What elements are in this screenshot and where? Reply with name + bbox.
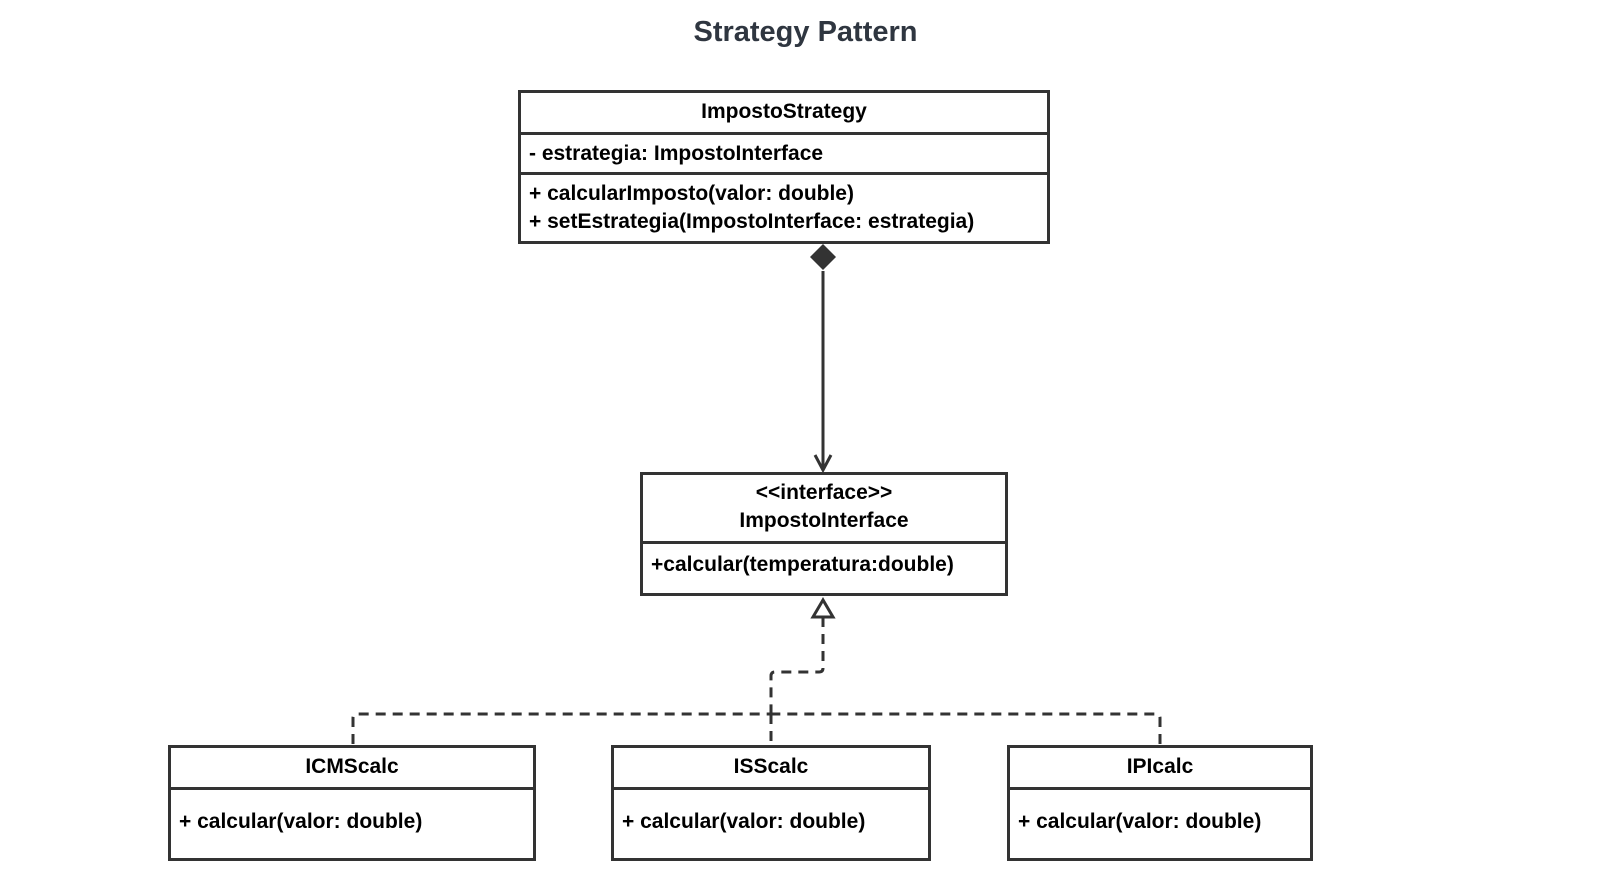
class-isscalc[interactable]: ISScalc + calcular(valor: double) bbox=[611, 745, 931, 861]
navigability-arrowhead-icon bbox=[813, 454, 833, 474]
operations-section: + calcularImposto(valor: double) + setEs… bbox=[521, 175, 1047, 236]
operation: + calcular(valor: double) bbox=[1018, 810, 1262, 833]
operation: + calcular(valor: double) bbox=[179, 810, 423, 833]
class-header: <<interface>> ImpostoInterface bbox=[643, 475, 1005, 544]
operation: +calcular(temperatura:double) bbox=[651, 553, 954, 576]
class-name: IPIcalc bbox=[1010, 748, 1310, 790]
class-ipicalc[interactable]: IPIcalc + calcular(valor: double) bbox=[1007, 745, 1313, 861]
operations-section: +calcular(temperatura:double) bbox=[643, 544, 1005, 579]
class-name: ImpostoStrategy bbox=[521, 93, 1047, 135]
attribute: - estrategia: ImpostoInterface bbox=[529, 142, 824, 165]
class-name: ImpostoInterface bbox=[739, 509, 909, 532]
attributes-section: - estrategia: ImpostoInterface bbox=[521, 135, 1047, 175]
operation: + calcular(valor: double) bbox=[622, 810, 866, 833]
class-name: ISScalc bbox=[614, 748, 928, 790]
realization-line-icmscalc bbox=[351, 712, 771, 744]
operations-section: + calcular(valor: double) bbox=[614, 790, 928, 836]
operations-section: + calcular(valor: double) bbox=[171, 790, 533, 836]
class-icmscalc[interactable]: ICMScalc + calcular(valor: double) bbox=[168, 745, 536, 861]
realization-line-shared bbox=[769, 617, 825, 714]
operation: + calcularImposto(valor: double) bbox=[529, 182, 854, 205]
class-stereotype: <<interface>> bbox=[755, 481, 893, 504]
operation: + setEstrategia(ImpostoInterface: estrat… bbox=[529, 210, 975, 233]
operations-section: + calcular(valor: double) bbox=[1010, 790, 1310, 836]
diagram-title: Strategy Pattern bbox=[693, 16, 918, 48]
class-impostostrategy[interactable]: ImpostoStrategy - estrategia: ImpostoInt… bbox=[518, 90, 1050, 244]
realization-line-ipicalc bbox=[771, 712, 1162, 744]
class-name: ICMScalc bbox=[171, 748, 533, 790]
realization-triangle-icon bbox=[810, 597, 836, 619]
class-impostointerface[interactable]: <<interface>> ImpostoInterface +calcular… bbox=[640, 472, 1008, 596]
composition-diamond-icon bbox=[810, 244, 836, 270]
